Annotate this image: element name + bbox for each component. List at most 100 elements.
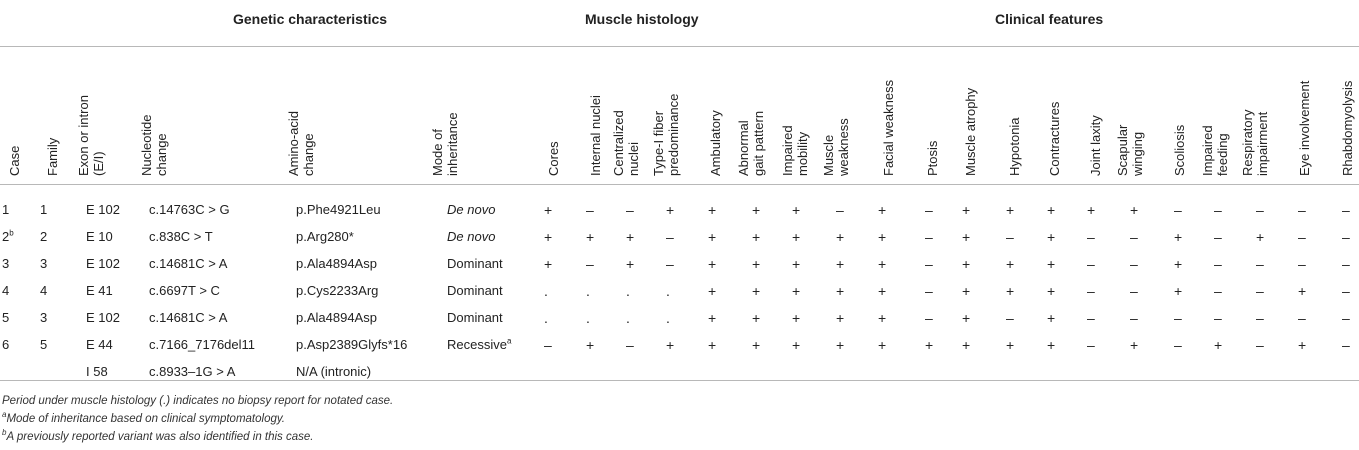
cell-family: 4 bbox=[40, 283, 48, 298]
cell-case: 5 bbox=[2, 310, 9, 326]
cell-finding: + bbox=[752, 229, 761, 245]
inheritance-text: Dominant bbox=[447, 310, 503, 325]
cell-finding: . bbox=[626, 310, 630, 326]
cell-finding: – bbox=[1342, 283, 1350, 299]
cell-finding: + bbox=[1130, 337, 1139, 353]
column-header: Muscle atrophy bbox=[958, 52, 980, 180]
cell-finding: . bbox=[586, 310, 590, 326]
footnote-marker: a bbox=[2, 410, 7, 420]
cell-finding: + bbox=[878, 256, 887, 272]
column-header: Contractures bbox=[1042, 52, 1064, 180]
cell-nucleotide: c.14681C > A bbox=[149, 256, 228, 271]
cell-finding: – bbox=[1256, 283, 1264, 299]
case-text: 5 bbox=[2, 310, 10, 325]
group-clinical-features: Clinical features bbox=[995, 11, 1104, 27]
cell-finding: – bbox=[1298, 310, 1306, 326]
column-header-label: Cores bbox=[546, 141, 561, 176]
column-header-label: Hypotonia bbox=[1007, 117, 1022, 176]
cell-exon: E 102 bbox=[86, 256, 120, 271]
cell-finding: + bbox=[752, 283, 761, 299]
column-header-label: Eye involvement bbox=[1297, 80, 1312, 176]
cell-finding: + bbox=[836, 310, 845, 326]
column-header: Impaired mobility bbox=[780, 52, 812, 180]
cell-finding: + bbox=[1047, 310, 1056, 326]
cell-finding: – bbox=[925, 283, 933, 299]
cell-finding: + bbox=[878, 229, 887, 245]
column-header: Family bbox=[40, 52, 62, 180]
cell-finding: + bbox=[878, 337, 887, 353]
cell-finding: – bbox=[1130, 256, 1138, 272]
cell-finding: – bbox=[1256, 337, 1264, 353]
cell-finding: – bbox=[925, 202, 933, 218]
cell-finding: . bbox=[544, 283, 548, 299]
cell-finding: + bbox=[1047, 283, 1056, 299]
cell-finding: + bbox=[1047, 337, 1056, 353]
cell-finding: – bbox=[925, 310, 933, 326]
cell-finding: – bbox=[1214, 310, 1222, 326]
cell-amino-acid: p.Ala4894Asp bbox=[296, 256, 377, 271]
cell-finding: + bbox=[962, 229, 971, 245]
cell-finding: – bbox=[925, 229, 933, 245]
footnote: Period under muscle histology (.) indica… bbox=[2, 395, 393, 407]
cell-finding: – bbox=[626, 202, 634, 218]
cell-nucleotide: c.6697T > C bbox=[149, 283, 220, 298]
inheritance-text: De novo bbox=[447, 202, 496, 217]
inheritance-text: Dominant bbox=[447, 256, 503, 271]
footnote-marker: a bbox=[506, 336, 512, 346]
cell-finding: – bbox=[1214, 202, 1222, 218]
cell-exon: I 58 bbox=[86, 364, 108, 379]
column-header: Joint laxity bbox=[1083, 52, 1105, 180]
cell-finding: + bbox=[962, 310, 971, 326]
column-header: Rhabdomyolysis bbox=[1335, 52, 1357, 180]
cell-finding: – bbox=[1087, 229, 1095, 245]
cell-case: 6 bbox=[2, 337, 9, 353]
cell-nucleotide: c.838C > T bbox=[149, 229, 213, 244]
footnote: aMode of inheritance based on clinical s… bbox=[2, 410, 285, 425]
column-header: Ambulatory bbox=[703, 52, 725, 180]
cell-finding: + bbox=[708, 202, 717, 218]
cell-finding: + bbox=[544, 202, 553, 218]
case-text: 6 bbox=[2, 337, 10, 352]
cell-finding: – bbox=[586, 256, 594, 272]
cell-case: 1 bbox=[2, 202, 9, 218]
footnote-text: Period under muscle histology (.) indica… bbox=[2, 395, 394, 407]
column-header-label: Mode of inheritance bbox=[430, 112, 460, 176]
column-header: Hypotonia bbox=[1002, 52, 1024, 180]
cell-finding: + bbox=[962, 202, 971, 218]
cell-finding: + bbox=[792, 337, 801, 353]
column-header-label: Muscle atrophy bbox=[963, 87, 978, 176]
cell-family: 2 bbox=[40, 229, 48, 244]
cell-inheritance: De novo bbox=[447, 229, 495, 245]
cell-finding: + bbox=[752, 337, 761, 353]
column-header-label: Abnormal gait pattern bbox=[736, 110, 766, 176]
column-header: Scapular winging bbox=[1115, 52, 1147, 180]
column-header-label: Respiratory impairment bbox=[1240, 109, 1270, 176]
cell-finding: – bbox=[1342, 202, 1350, 218]
cell-family: 3 bbox=[40, 256, 48, 271]
cell-exon: E 44 bbox=[86, 337, 113, 352]
cell-finding: + bbox=[836, 283, 845, 299]
cell-finding: – bbox=[1298, 256, 1306, 272]
cell-finding: – bbox=[544, 337, 552, 353]
column-header: Centralized nuclei bbox=[611, 52, 643, 180]
cell-finding: . bbox=[666, 310, 670, 326]
cell-amino-acid: p.Ala4894Asp bbox=[296, 310, 377, 325]
cell-finding: – bbox=[1130, 283, 1138, 299]
footnote-text: Mode of inheritance based on clinical sy… bbox=[6, 413, 285, 425]
column-header-label: Impaired feeding bbox=[1200, 125, 1230, 176]
cell-nucleotide: c.14763C > G bbox=[149, 202, 230, 217]
cell-finding: + bbox=[544, 229, 553, 245]
cell-finding: + bbox=[666, 202, 675, 218]
cell-finding: + bbox=[962, 256, 971, 272]
cell-amino-acid: p.Cys2233Arg bbox=[296, 283, 379, 298]
cell-finding: – bbox=[1087, 256, 1095, 272]
cell-nucleotide: c.8933–1G > A bbox=[149, 364, 236, 379]
cell-finding: + bbox=[708, 256, 717, 272]
cell-finding: + bbox=[878, 283, 887, 299]
column-header-label: Scoliosis bbox=[1172, 124, 1187, 176]
